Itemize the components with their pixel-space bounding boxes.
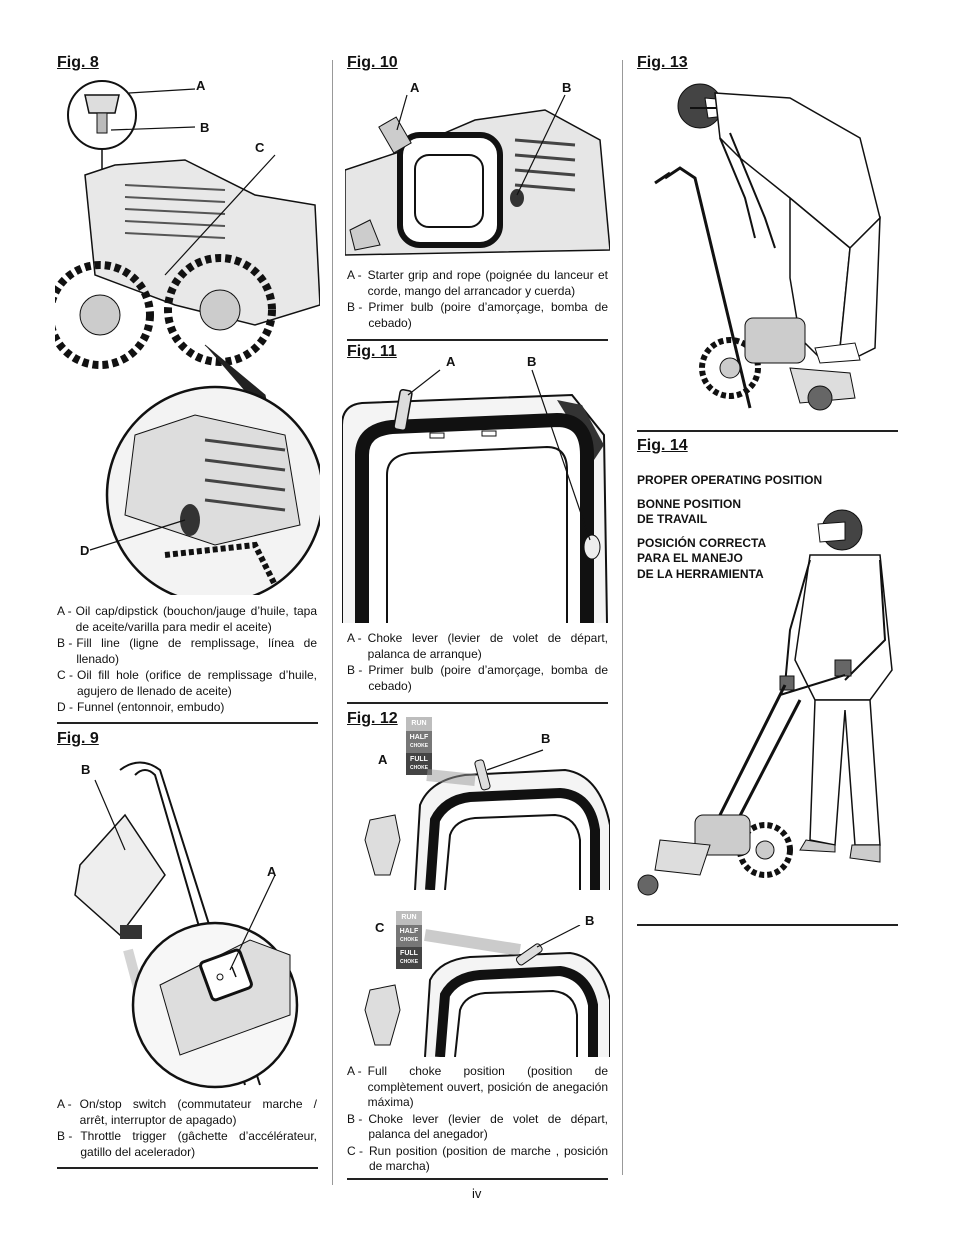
fig14-operating-position-illustration <box>637 509 893 896</box>
legend-key: A - <box>57 1097 72 1111</box>
legend-key: A - <box>347 1064 362 1078</box>
fig12-legend-item-c: C - Run position (position de marche , po… <box>347 1144 608 1175</box>
fig9-callout-a: A <box>267 864 277 879</box>
gauge-run-label: RUN <box>396 911 422 925</box>
column-divider-left <box>332 60 333 1185</box>
fig10-bottom-rule <box>347 339 608 341</box>
fig14-label-spanish: POSICIÓN CORRECTA PARA EL MANEJO DE LA H… <box>637 535 767 581</box>
fig12-bottom-rule <box>347 1178 608 1180</box>
legend-key: B - <box>57 636 73 650</box>
fig10-legend: A - Starter grip and rope (poignée du lan… <box>347 268 608 332</box>
fig13-bottom-rule <box>637 430 898 432</box>
fig10-legend-item-b: B - Primer bulb (poire d’amorçage, bomba … <box>347 300 608 331</box>
fig8-callout-c: C <box>255 140 265 155</box>
gauge-half-sub: CHOKE <box>399 937 419 943</box>
legend-key: C - <box>347 1143 363 1158</box>
gauge-full-label: FULL <box>410 756 428 763</box>
fig12-callout-b-bottom: B <box>585 913 595 928</box>
fig12-run-position-illustration <box>364 925 610 1057</box>
fig10-starter-illustration <box>345 94 610 256</box>
legend-text: Choke lever (levier de volet de départ, … <box>368 1111 608 1142</box>
fig10-callout-a: A <box>410 80 420 95</box>
fig12-full-choke-illustration <box>364 749 610 890</box>
fig9-title: Fig. 9 <box>57 730 99 747</box>
fig8-bottom-rule <box>57 722 318 724</box>
fig11-callout-a: A <box>446 354 456 369</box>
fig13-starting-operator-illustration <box>654 83 881 411</box>
legend-text: Oil fill hole (orifice de remplissage d’… <box>77 668 317 698</box>
legend-text: Run position (position de marche , posic… <box>369 1143 608 1174</box>
fig11-title: Fig. 11 <box>347 343 397 360</box>
legend-text: Primer bulb (poire d’amorçage, bomba de … <box>368 663 608 693</box>
legend-text: Fill line (ligne de remplissage, línea d… <box>76 636 317 666</box>
fig12-callout-c: C <box>375 920 385 935</box>
fig11-legend-item-a: A - Choke lever (levier de volet de dépar… <box>347 631 608 662</box>
legend-key: B - <box>57 1129 73 1143</box>
fig11-bottom-rule <box>347 702 608 704</box>
legend-key: C - <box>57 668 73 682</box>
fig9-bottom-rule <box>57 1167 318 1169</box>
fig8-legend-item-a: A -Oil cap/dipstick (bouchon/jauge d’hui… <box>57 604 317 635</box>
fig11-legend: A - Choke lever (levier de volet de dépar… <box>347 631 608 695</box>
legend-text: Throttle trigger (gâchette d’accélérateu… <box>80 1129 317 1159</box>
gauge-half-sub: CHOKE <box>409 743 429 749</box>
fig8-oil-fill-illustration <box>55 80 320 595</box>
gauge-full-sub: CHOKE <box>409 765 429 771</box>
legend-key: A - <box>347 268 362 282</box>
legend-key: A - <box>57 604 72 618</box>
gauge-half-label: HALF <box>399 928 419 935</box>
gauge-full-sub: CHOKE <box>399 959 419 965</box>
fig8-callout-d: D <box>80 543 90 558</box>
fig9-legend: A - On/stop switch (commutateur marche / … <box>57 1097 317 1161</box>
fig11-callout-b: B <box>527 354 537 369</box>
fig8-title: Fig. 8 <box>57 54 99 71</box>
fig8-legend-item-d: D - Funnel (entonnoir, embudo) <box>57 700 317 716</box>
legend-key: B - <box>347 300 363 314</box>
fig12-callout-a: A <box>378 752 388 767</box>
legend-key: B - <box>347 1111 363 1126</box>
fig9-callout-b: B <box>81 762 91 777</box>
fig14-bottom-rule <box>637 924 898 926</box>
fig11-legend-item-b: B - Primer bulb (poire d’amorçage, bomba … <box>347 663 608 694</box>
fig13-title: Fig. 13 <box>637 54 688 71</box>
legend-text: Starter grip and rope (poignée du lanceu… <box>367 268 608 298</box>
fig14-label-english: PROPER OPERATING POSITION <box>637 473 823 487</box>
fig14-position-labels: PROPER OPERATING POSITION BONNE POSITION… <box>637 473 827 590</box>
fig12-choke-gauge-run: RUN HALF CHOKE FULL CHOKE <box>396 911 422 969</box>
gauge-half-label: HALF <box>409 734 429 741</box>
legend-key: B - <box>347 663 363 677</box>
fig10-legend-item-a: A - Starter grip and rope (poignée du lan… <box>347 268 608 299</box>
legend-text: On/stop switch (commutateur marche / arr… <box>79 1097 317 1127</box>
fig9-handle-switch-illustration <box>74 761 299 1089</box>
fig14-title: Fig. 14 <box>637 437 688 454</box>
fig8-callout-a: A <box>196 78 206 93</box>
legend-key: A - <box>347 631 362 645</box>
page-number: iv <box>472 1186 482 1201</box>
fig8-legend-item-c: C - Oil fill hole (orifice de remplissage… <box>57 668 317 699</box>
gauge-full-label: FULL <box>400 950 418 957</box>
legend-text: Funnel (entonnoir, embudo) <box>77 700 225 714</box>
fig9-legend-item-a: A - On/stop switch (commutateur marche / … <box>57 1097 317 1128</box>
fig10-callout-b: B <box>562 80 572 95</box>
fig12-callout-b-top: B <box>541 731 551 746</box>
fig10-title: Fig. 10 <box>347 54 398 71</box>
legend-key: D - <box>57 700 73 714</box>
column-divider-right <box>622 60 623 1175</box>
fig8-legend-item-b: B -Fill line (ligne de remplissage, líne… <box>57 636 317 667</box>
fig12-choke-gauge-full: RUN HALF CHOKE FULL CHOKE <box>406 717 432 775</box>
fig8-callout-b: B <box>200 120 210 135</box>
legend-text: Choke lever (levier de volet de départ, … <box>367 631 608 661</box>
fig12-legend-item-a: A - Full choke position (position de comp… <box>347 1064 608 1111</box>
legend-text: Primer bulb (poire d’amorçage, bomba de … <box>368 300 608 330</box>
fig12-title: Fig. 12 <box>347 710 398 727</box>
fig14-label-french: BONNE POSITION DE TRAVAIL <box>637 496 742 527</box>
fig12-legend-item-b: B - Choke lever (levier de volet de dépar… <box>347 1112 608 1143</box>
legend-text: Full choke position (position de complèt… <box>367 1064 608 1109</box>
fig9-legend-item-b: B - Throttle trigger (gâchette d’accéléra… <box>57 1129 317 1160</box>
legend-text: Oil cap/dipstick (bouchon/jauge d’huile,… <box>75 604 317 634</box>
fig12-legend: A - Full choke position (position de comp… <box>347 1064 608 1176</box>
fig11-choke-illustration <box>342 369 608 623</box>
gauge-run-label: RUN <box>406 717 432 731</box>
fig8-legend: A -Oil cap/dipstick (bouchon/jauge d’hui… <box>57 604 317 717</box>
